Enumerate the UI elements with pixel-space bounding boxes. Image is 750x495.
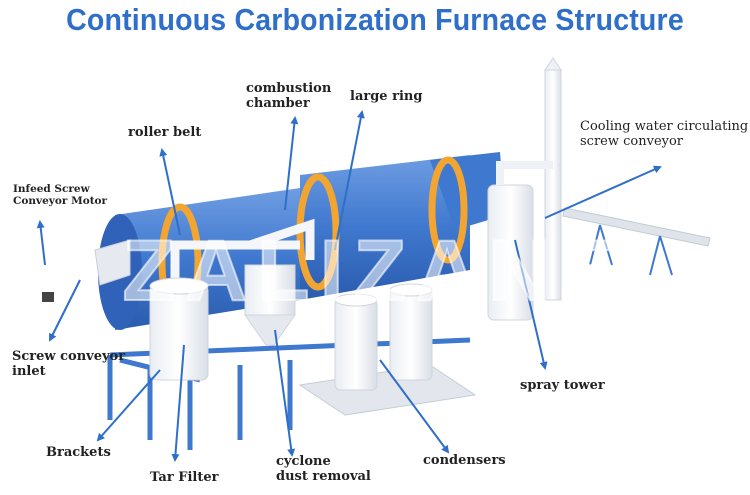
arrow-combustion	[284, 116, 299, 211]
label-tar-filter: Tar Filter	[150, 470, 219, 485]
diagram-title: Continuous Carbonization Furnace Structu…	[66, 2, 684, 37]
arrow-screw-inlet	[49, 279, 81, 342]
arrow-brackets	[96, 369, 161, 442]
watermark: ZALIZANE	[122, 223, 627, 319]
arrow-condensers	[379, 359, 450, 454]
label-condensers: condensers	[423, 453, 506, 468]
cooling-conveyor-structure	[562, 207, 711, 276]
arrow-tar-filter	[171, 344, 185, 462]
pipework	[170, 218, 315, 290]
infeed-hopper	[42, 239, 131, 302]
label-spray-tower: spray tower	[520, 378, 605, 393]
leader-arrows	[36, 110, 662, 462]
label-brackets: Brackets	[46, 445, 111, 460]
arrow-infeed-motor	[36, 220, 46, 266]
spray-tower-structure	[487, 57, 562, 321]
cyclone-vessel	[244, 264, 296, 346]
arrow-cyclone	[274, 329, 296, 457]
label-roller-belt: roller belt	[128, 125, 202, 140]
label-large-ring: large ring	[350, 89, 423, 104]
arrow-spray-tower	[514, 239, 548, 370]
arrow-cooling	[544, 165, 662, 219]
arrow-large-ring	[334, 110, 365, 251]
tar-filter-vessel	[149, 277, 209, 381]
condenser-vessels	[334, 283, 433, 391]
arrow-roller-belt	[159, 148, 181, 236]
base-platform	[298, 364, 477, 416]
